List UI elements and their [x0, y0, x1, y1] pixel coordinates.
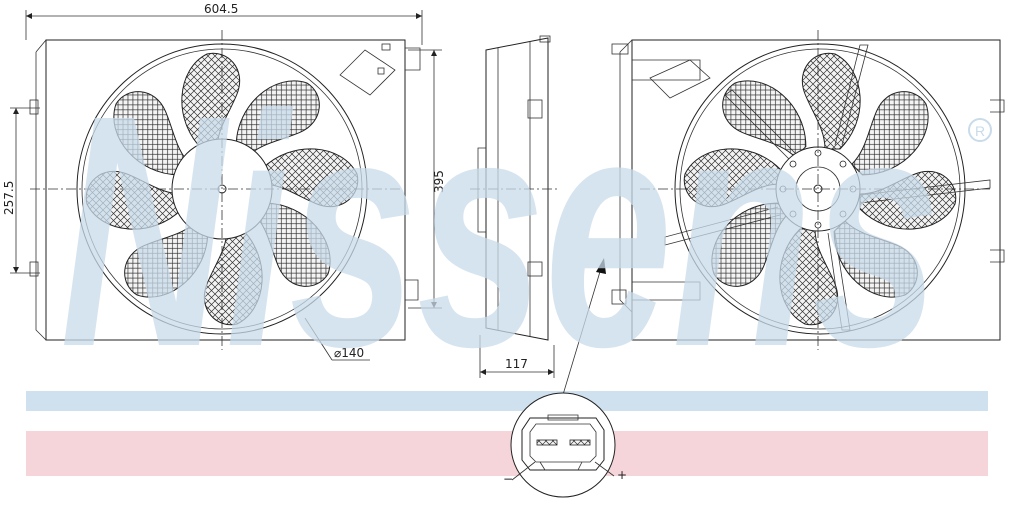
registered-letter: R	[975, 123, 985, 139]
connector-detail: − +	[503, 392, 627, 498]
side-view: 117	[470, 35, 560, 378]
dim-motor-diameter: ⌀140	[334, 346, 364, 360]
pin-plus	[569, 439, 591, 446]
registered-mark	[968, 118, 992, 142]
dim-mount-height: 257.5	[2, 181, 16, 215]
front-view: 604.5 257.5 395	[2, 2, 446, 361]
pin-minus-label: −	[503, 472, 513, 486]
rear-view	[611, 30, 1005, 350]
dim-depth: 117	[505, 357, 528, 371]
nissens-watermark: Nissens	[60, 46, 940, 415]
blue-band	[26, 391, 988, 411]
pin-minus	[536, 439, 558, 446]
dim-width: 604.5	[204, 2, 238, 16]
pin-plus-label: +	[617, 468, 627, 482]
dim-height: 395	[432, 170, 446, 193]
pink-band	[26, 431, 988, 476]
